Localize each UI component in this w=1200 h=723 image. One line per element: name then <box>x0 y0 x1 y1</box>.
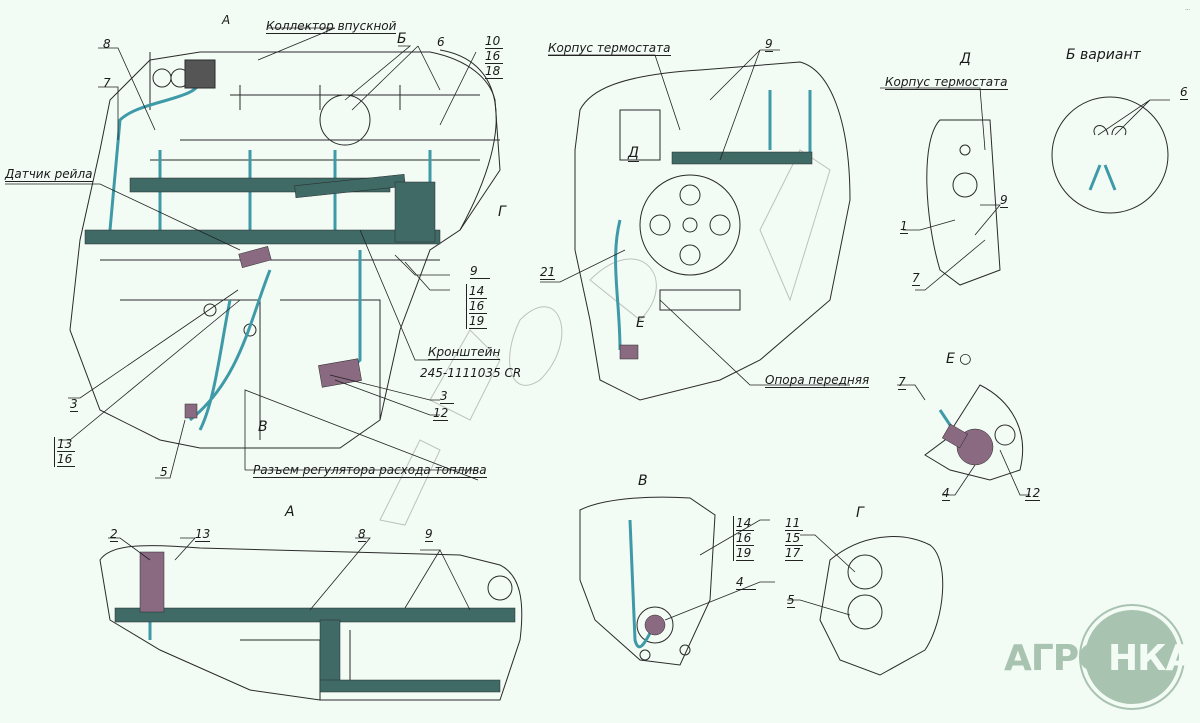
view-v-title: В <box>638 473 648 489</box>
view-g-marker: Г <box>498 204 506 220</box>
callout-7-d: 7 <box>912 271 920 286</box>
callout-4-e: 4 <box>942 486 950 501</box>
bracket-label: Кронштейн <box>428 345 501 360</box>
fuel-regulator-connector-label: Разъем регулятора расхода топлива <box>253 463 487 478</box>
callout-9-main: 5 <box>160 465 168 479</box>
callout-6-b: 6 <box>1180 85 1188 100</box>
view-e-title: Е ○ <box>946 351 972 367</box>
callout-2: 2 <box>110 527 118 542</box>
callout-3: 3 <box>440 390 454 404</box>
callout-stack-10-16-18: 10 16 18 <box>483 34 503 79</box>
view-b-variant-outline <box>1051 96 1169 214</box>
callout-6: 6 <box>437 35 445 49</box>
callout-7: 7 <box>103 76 111 90</box>
callout-5-g: 5 <box>787 593 795 608</box>
view-v-marker: В <box>258 419 268 435</box>
intake-manifold-label: Коллектор впускной <box>266 19 397 34</box>
callout-5: 9 <box>470 265 490 279</box>
thermostat-housing-label: Корпус термостата <box>548 41 671 56</box>
callout-12: 12 <box>433 406 449 421</box>
view-a-outline <box>99 545 523 701</box>
view-e-marker: Е <box>636 315 645 331</box>
front-rail <box>671 151 813 165</box>
callout-4-v: 4 <box>736 576 756 590</box>
logo-circle-icon <box>1079 604 1185 710</box>
callout-8-a: 8 <box>358 527 366 542</box>
callout-13: 13 <box>195 527 211 542</box>
connector-rail-sensor <box>238 246 272 268</box>
callout-stack-11-15-17: 11 15 17 <box>783 516 803 561</box>
callout-3-left: 3 <box>70 397 78 412</box>
connector-top <box>184 59 216 89</box>
view-d-title: Д <box>960 51 971 67</box>
front-support-label: Опора передняя <box>765 373 870 388</box>
callout-9-front: 9 <box>765 37 773 52</box>
callout-stack-14-16-19-v: 14 16 19 <box>733 516 754 561</box>
logo-text-nka: НКА <box>1108 638 1193 679</box>
view-a-title: А <box>285 504 295 520</box>
callout-7-e: 7 <box>898 375 906 390</box>
callout-12-e: 12 <box>1025 486 1041 501</box>
view-a-rail <box>114 607 516 623</box>
view-g-outline <box>819 536 944 676</box>
callout-stack-14-16-19: 14 16 19 <box>466 284 487 329</box>
rail-sensor-label: Датчик рейла <box>5 167 93 182</box>
view-a-marker: А <box>222 13 231 27</box>
callout-8: 8 <box>103 37 111 51</box>
view-d-outline <box>926 119 1001 286</box>
connector-regulator <box>318 358 362 388</box>
view-d-marker: Д <box>628 145 639 162</box>
agronka-logo: АГРО НКА <box>1000 600 1200 723</box>
view-b-variant-title: Б вариант <box>1066 47 1141 63</box>
callout-21: 21 <box>540 265 556 280</box>
callout-9-d: 9 <box>1000 193 1008 208</box>
logo-text-agro: АГРО <box>1004 638 1109 679</box>
view-v-outline <box>579 496 716 666</box>
fuel-rail-lower <box>84 229 441 245</box>
bracket-part-number: 245-1111035 CR <box>420 366 522 380</box>
callout-9-a: 9 <box>425 527 433 542</box>
corner-mark: ... <box>1185 6 1190 12</box>
front-view-outline <box>574 61 851 401</box>
view-d-thermostat-label: Корпус термостата <box>885 75 1008 90</box>
callout-1: 1 <box>900 219 908 234</box>
view-b-marker: Б <box>397 31 407 47</box>
view-g-title: Г <box>856 505 864 521</box>
callout-stack-13-16: 13 16 <box>54 437 75 467</box>
